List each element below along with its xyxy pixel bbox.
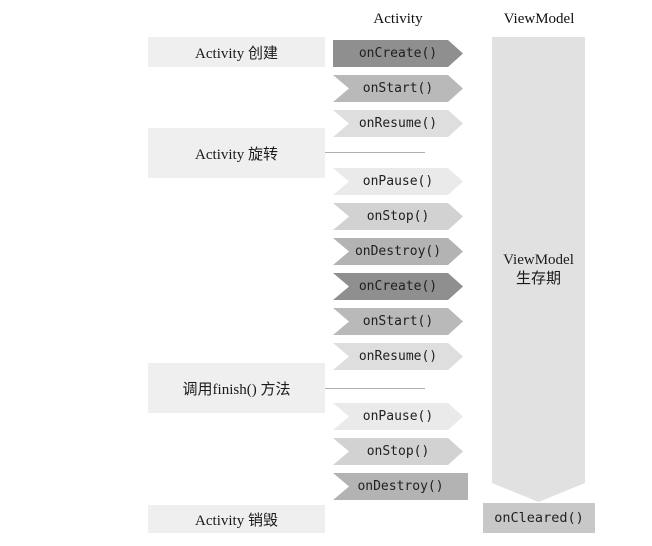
state-box-finish-called: 调用finish() 方法 bbox=[148, 363, 325, 413]
connector-line-rotated bbox=[325, 152, 425, 153]
state-box-activity-destroyed: Activity 销毁 bbox=[148, 505, 325, 533]
lifecycle-arrow-onresume-2: onResume() bbox=[333, 343, 463, 370]
lifecycle-arrow-oncreate-2: onCreate() bbox=[333, 273, 463, 300]
lifecycle-arrow-onresume-1: onResume() bbox=[333, 110, 463, 137]
state-box-activity-rotated: Activity 旋转 bbox=[148, 128, 325, 178]
viewmodel-scope-arrow: ViewModel 生存期 bbox=[492, 37, 585, 502]
viewmodel-scope-label-line2: 生存期 bbox=[515, 271, 561, 287]
lifecycle-arrow-onstop-2: onStop() bbox=[333, 438, 463, 465]
lifecycle-arrow-onstop-1: onStop() bbox=[333, 203, 463, 230]
connector-line-finish bbox=[325, 388, 425, 389]
lifecycle-arrow-oncreate-1: onCreate() bbox=[333, 40, 463, 67]
lifecycle-arrow-onstart-1: onStart() bbox=[333, 75, 463, 102]
viewmodel-column-header: ViewModel bbox=[503, 11, 575, 27]
state-box-activity-created: Activity 创建 bbox=[148, 37, 325, 67]
oncleared-box: onCleared() bbox=[483, 503, 595, 533]
lifecycle-arrow-ondestroy-1: onDestroy() bbox=[333, 238, 463, 265]
viewmodel-scope-label: ViewModel 生存期 bbox=[492, 251, 585, 289]
lifecycle-arrow-onstart-2: onStart() bbox=[333, 308, 463, 335]
lifecycle-arrow-ondestroy-2: onDestroy() bbox=[333, 473, 468, 500]
viewmodel-scope-label-line1: ViewModel bbox=[503, 252, 574, 268]
lifecycle-arrow-onpause-1: onPause() bbox=[333, 168, 463, 195]
lifecycle-arrow-onpause-2: onPause() bbox=[333, 403, 463, 430]
activity-column-header: Activity bbox=[373, 11, 423, 27]
